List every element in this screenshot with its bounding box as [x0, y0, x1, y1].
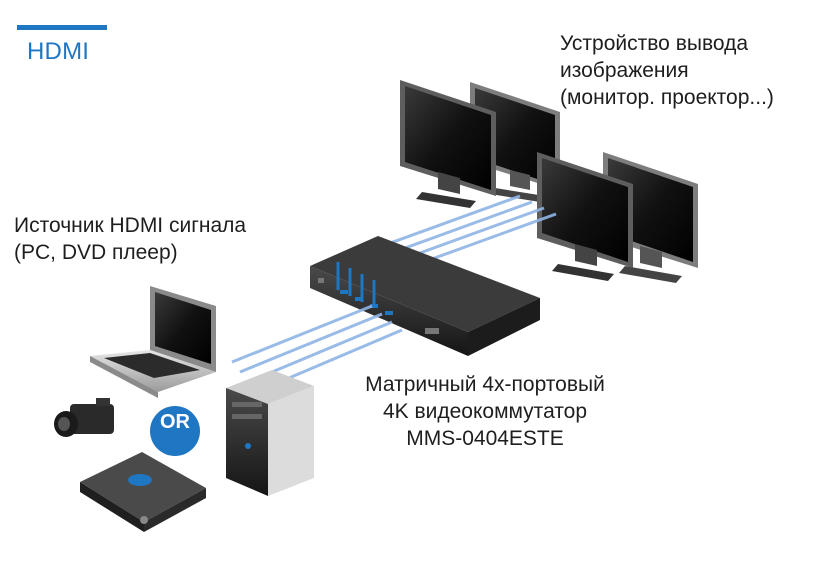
header-label: HDMI	[27, 38, 90, 65]
camcorder-icon	[54, 398, 114, 437]
output-label-line: изображения	[560, 59, 689, 82]
or-badge-circle	[150, 406, 200, 456]
monitor-icon	[537, 152, 633, 281]
source-label-line: Источник HDMI сигнала	[14, 214, 247, 237]
output-label-line: (монитор. проектор...)	[560, 86, 774, 109]
switch-port-cables	[336, 262, 376, 308]
matrix-switch-icon	[310, 236, 540, 356]
switch-label-line: 4K видеокоммутатор	[382, 400, 588, 423]
source-devices-label: Источник HDMI сигнала (PC, DVD плеер)	[14, 212, 246, 266]
monitor-icon	[400, 80, 496, 208]
switch-label-line: MMS-0404ESTE	[406, 427, 564, 450]
laptop-icon	[90, 286, 216, 398]
desktop-tower-icon	[226, 370, 314, 496]
switch-label: Матричный 4x-портовый 4K видеокоммутатор…	[330, 371, 640, 452]
or-badge-text: OR	[160, 411, 190, 433]
bluray-player-icon	[80, 452, 206, 532]
header-accent-bar	[17, 25, 107, 30]
source-label-line: (PC, DVD плеер)	[14, 241, 178, 264]
switch-label-line: Матричный 4x-портовый	[365, 373, 605, 396]
output-label-line: Устройство вывода	[560, 32, 749, 55]
output-devices-label: Устройство вывода изображения (монитор. …	[560, 30, 774, 111]
